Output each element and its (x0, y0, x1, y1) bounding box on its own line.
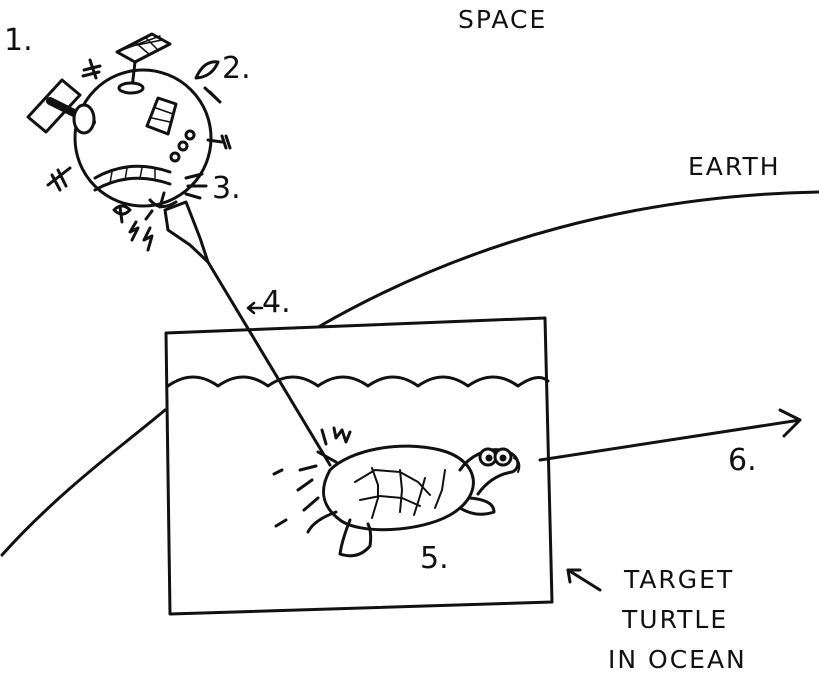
step-6-label: 6. (728, 443, 757, 478)
target-caption-line-3: IN OCEAN (608, 645, 747, 674)
solar-panel-icon (117, 34, 170, 62)
space-label: SPACE (458, 5, 547, 34)
target-pointer-arrow (568, 570, 600, 590)
earth-horizon-upper (320, 192, 819, 326)
earth-label: EARTH (688, 152, 781, 181)
beam-pointer-4 (248, 303, 262, 313)
trajectory-arrow (540, 410, 800, 460)
step-3-label: 3. (212, 171, 241, 206)
step-1-label: 1. (4, 23, 33, 58)
satellite-icon (28, 34, 230, 250)
target-caption-line-2: TURTLE (621, 605, 728, 634)
earth-horizon (2, 410, 165, 555)
ocean-waves (168, 377, 548, 386)
step-2-label: 2. (222, 51, 251, 86)
antenna-icon (196, 62, 220, 102)
step-4-label: 4. (262, 285, 291, 320)
target-caption-line-1: TARGET (623, 565, 734, 594)
thruster-icon (165, 202, 208, 262)
step-5-label: 5. (420, 541, 449, 576)
turtle-icon (274, 428, 519, 556)
